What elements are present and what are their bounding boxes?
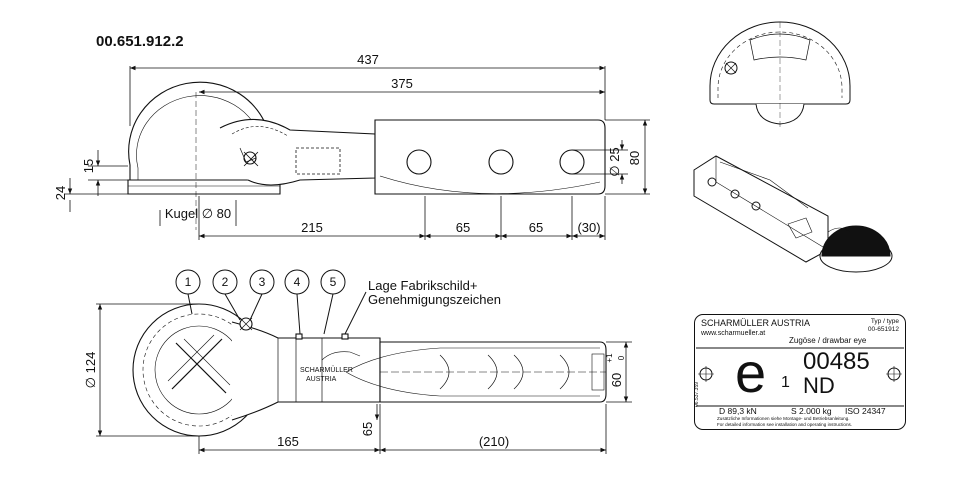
side-view-dimension-text: 437 375 15 24 Kugel ∅ 80 ∅ 25 80 215 65 … <box>53 52 642 235</box>
engraving: SCHARMÜLLER AUSTRIA <box>300 366 353 383</box>
nameplate-side-code: 06.537.359 <box>694 381 701 408</box>
callout-5: 5 <box>330 275 337 289</box>
dim-seg-165: 165 <box>277 434 299 449</box>
dim-eye-length: 375 <box>391 76 413 91</box>
nameplate-approval-suffix: ND <box>803 373 835 398</box>
dim-tol-zero: 0 <box>617 355 626 360</box>
callout-3: 3 <box>259 275 266 289</box>
dim-seg-30: (30) <box>577 220 600 235</box>
dim-bore-diameter: ∅ 25 <box>607 147 622 176</box>
dim-seg-65a: 65 <box>456 220 470 235</box>
nameplate-approval-number: 00485 <box>803 348 870 375</box>
dim-ball-diameter: Kugel ∅ 80 <box>165 206 231 221</box>
front-view <box>709 21 851 128</box>
dim-base-height: 24 <box>53 186 68 200</box>
nameplate-note-en: For detailed information see installatio… <box>717 422 853 427</box>
dim-seg-65: 65 <box>360 422 375 436</box>
nameplate-type-label: Typ / type <box>870 318 899 325</box>
nameplate-type-value: 00-651912 <box>867 326 899 333</box>
nameplate-s-value: S 2.000 kg <box>791 406 832 416</box>
callout-2: 2 <box>222 275 229 289</box>
nameplate-product: Zugöse / drawbar eye <box>789 336 867 345</box>
nameplate-d-value: D 89,3 kN <box>719 406 757 416</box>
nameplate-e-mark-sub: 1 <box>781 374 790 391</box>
callout-note-line1: Lage Fabrikschild+ <box>368 278 477 293</box>
dim-housing-diameter: ∅ 124 <box>83 352 98 389</box>
nameplate: SCHARMÜLLER AUSTRIA www.scharmueller.at … <box>694 314 906 430</box>
dim-tol-plus: +1 <box>605 353 614 363</box>
dim-seg-65b: 65 <box>529 220 543 235</box>
nameplate-website: www.scharmueller.at <box>701 330 766 337</box>
dim-plate-height: 80 <box>627 151 642 165</box>
callout-1: 1 <box>185 275 192 289</box>
nameplate-manufacturer: SCHARMÜLLER AUSTRIA <box>701 318 811 328</box>
isometric-view <box>693 155 893 273</box>
top-view-dimension-text: ∅ 124 60 +1 0 165 65 (210) <box>83 352 626 449</box>
part-number: 00.651.912.2 <box>96 33 184 50</box>
dim-width-60: 60 <box>609 373 624 387</box>
side-view <box>127 81 606 230</box>
nameplate-e-mark: e <box>735 341 767 404</box>
top-view-dimensions <box>96 303 632 454</box>
callouts <box>175 269 367 335</box>
callout-numbers: 1 2 3 4 5 Lage Fabrikschild+ Genehmigung… <box>185 275 501 307</box>
callout-4: 4 <box>294 275 301 289</box>
dim-overall-length: 437 <box>357 52 379 67</box>
callout-note-line2: Genehmigungszeichen <box>368 292 501 307</box>
nameplate-standard: ISO 24347 <box>845 406 886 416</box>
nameplate-lines <box>696 347 904 407</box>
dim-ball-height: 15 <box>81 159 96 173</box>
engraving-line1: SCHARMÜLLER <box>300 366 353 374</box>
side-view-dimensions <box>64 65 650 240</box>
nameplate-note-de: Zusätzliche Informationen siehe Montage-… <box>717 416 850 421</box>
dim-seg-210: (210) <box>479 434 509 449</box>
top-view <box>132 303 607 437</box>
engraving-line2: AUSTRIA <box>306 376 337 383</box>
dim-seg-215: 215 <box>301 220 323 235</box>
